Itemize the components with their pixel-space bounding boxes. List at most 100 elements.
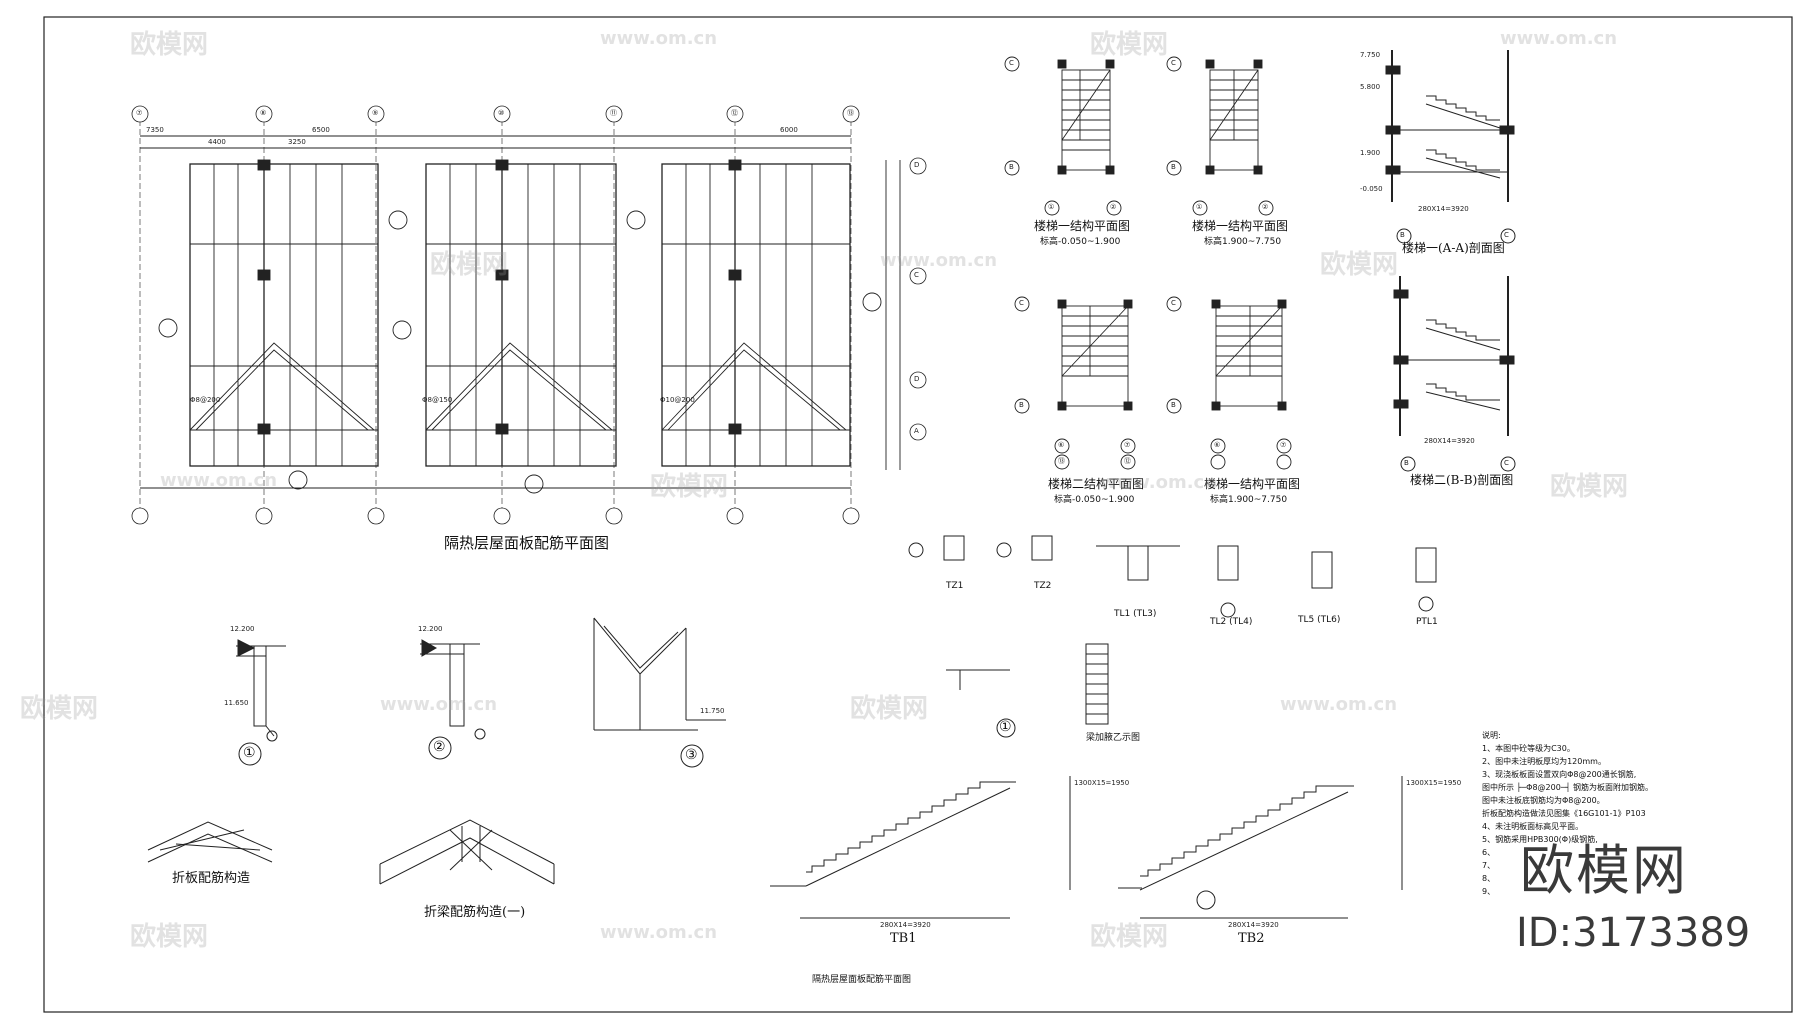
axis-label-10: ⑩ <box>498 109 505 117</box>
tl2-section <box>1217 545 1239 618</box>
stair1-section-title: 楼梯一(A-A)剖面图 <box>1402 241 1505 255</box>
stair2-plan-b-elev: 标高1.900~7.750 <box>1210 495 1288 505</box>
tb1-flight <box>770 776 1071 919</box>
tb2-flight <box>1118 776 1403 919</box>
note-line: 1、本图中砼等级为C30。 <box>1482 744 1575 753</box>
detail-1-label: ① <box>243 745 256 761</box>
fold-slab <box>147 821 273 863</box>
roof-plan-unit-1 <box>189 159 379 467</box>
stair1-axis-c: C <box>1009 59 1014 67</box>
tl1-title: TL1 (TL3) <box>1114 609 1157 619</box>
note-line: 6、 <box>1482 848 1496 857</box>
stair1-plan-a-title: 楼梯一结构平面图 <box>1034 219 1131 233</box>
notes-heading: 说明: <box>1482 731 1501 740</box>
detail-2 <box>420 639 486 740</box>
tb1-riser: 1300X15=1950 <box>1074 779 1130 787</box>
bottom-caption: 隔热层屋面板配筋平面图 <box>812 975 912 985</box>
roof-plan-group <box>139 120 901 508</box>
watermark-brand: 欧模网 <box>430 250 509 280</box>
watermark-logo: 欧模网 <box>1520 839 1688 902</box>
stair2b-axis-7: ⑦ <box>1280 441 1287 449</box>
tz2-title: TZ2 <box>1034 581 1052 591</box>
detail3-elev: 11.750 <box>700 707 725 715</box>
stair1b-axis-b: B <box>1171 163 1176 171</box>
stair2-plan-b <box>1166 296 1292 470</box>
watermark-url: www.om.cn <box>1280 694 1398 715</box>
note-line: 3、现浇板板面设置双向Φ8@200通长钢筋, <box>1482 770 1637 779</box>
reinforcement-label: Φ8@200 <box>190 396 221 404</box>
roof-plan-axis-bubbles <box>131 105 927 525</box>
note-line: 4、未注明板面标高见平面。 <box>1482 822 1584 831</box>
tl1-section <box>1096 545 1180 581</box>
dim-6500: 6500 <box>312 126 330 134</box>
watermark-url: www.om.cn <box>880 250 998 271</box>
watermark-brand: 欧模网 <box>130 922 209 952</box>
general-notes: 说明: 1、本图中砼等级为C30。 2、图中未注明板厚均为120mm。 3、现浇… <box>1482 729 1653 898</box>
stair2-section-title: 楼梯二(B-B)剖面图 <box>1410 473 1514 487</box>
detail1-elev-b: 11.650 <box>224 699 249 707</box>
watermark-brand: 欧模网 <box>850 694 929 724</box>
detail-3-label: ③ <box>685 747 698 763</box>
stair2-plan-a-title: 楼梯二结构平面图 <box>1048 477 1145 491</box>
fold-beam <box>379 819 555 885</box>
eave-detail <box>946 669 1016 738</box>
stair2-axis-13: ⑬ <box>1058 457 1065 465</box>
watermark-url: www.om.cn <box>600 922 718 943</box>
stair1b-axis-1: ① <box>1196 203 1203 211</box>
beam-sections <box>908 535 1437 738</box>
axis-label-12: ⑫ <box>731 109 738 117</box>
watermark-brand: 欧模网 <box>130 30 209 60</box>
note-line: 图中未注板底钢筋均为Φ8@200。 <box>1482 796 1605 805</box>
stair1b-axis-2: ② <box>1262 203 1269 211</box>
details-row <box>236 617 726 768</box>
section1-axis-c: C <box>1504 231 1509 239</box>
note-line: 8、 <box>1482 874 1496 883</box>
dim-3250: 3250 <box>288 138 306 146</box>
axis-label-11: ⑪ <box>610 109 617 117</box>
stair1-plan-a <box>1004 56 1122 216</box>
reinforcement-label-3: Φ10@200 <box>660 396 695 404</box>
watermark-url: www.om.cn <box>160 470 278 491</box>
note-line: 2、图中未注明板厚均为120mm。 <box>1482 757 1606 766</box>
stair1-plan-b-elev: 标高1.900~7.750 <box>1204 237 1282 247</box>
axis-label-8: ⑧ <box>260 109 267 117</box>
tz2-section <box>996 535 1053 561</box>
watermark-brand: 欧模网 <box>1550 472 1629 502</box>
watermark-id: ID:3173389 <box>1516 910 1751 956</box>
stair1-plan-b-title: 楼梯一结构平面图 <box>1192 219 1289 233</box>
section2-axis-c: C <box>1504 459 1509 467</box>
watermark-url: www.om.cn <box>1500 28 1618 49</box>
tz1-section <box>908 535 965 561</box>
tb2-run: 280X14=3920 <box>1228 921 1279 929</box>
stair2-plan-a <box>1014 296 1136 470</box>
stair1-run-dim: 280X14=3920 <box>1418 205 1469 213</box>
stair2-plan-a-elev: 标高-0.050~1.900 <box>1054 495 1135 505</box>
watermark-brand: 欧模网 <box>650 472 729 502</box>
axis-label-9: ⑨ <box>372 109 379 117</box>
tb1-title: TB1 <box>890 931 917 946</box>
detail-2-label: ② <box>433 739 446 755</box>
roof-plan-unit-3 <box>661 159 851 467</box>
stair2-axis-b: B <box>1019 401 1024 409</box>
stair2-axis-6: ⑥ <box>1058 441 1065 449</box>
elev-0050: -0.050 <box>1360 185 1383 193</box>
tl5-section <box>1311 551 1333 589</box>
stair2-section <box>1393 276 1516 472</box>
watermark-url: www.om.cn <box>1100 472 1218 493</box>
watermark-url: www.om.cn <box>600 28 718 49</box>
eave-detail-label: ① <box>999 719 1012 735</box>
roof-plan-title: 隔热层屋面板配筋平面图 <box>444 534 610 552</box>
axis-label-row-d: D <box>914 161 920 169</box>
dim-7350: 7350 <box>146 126 164 134</box>
tb1-run: 280X14=3920 <box>880 921 931 929</box>
tb2-riser: 1300X15=1950 <box>1406 779 1462 787</box>
detail-3 <box>593 617 726 731</box>
watermark-brand: 欧模网 <box>1320 250 1399 280</box>
dim-4400: 4400 <box>208 138 226 146</box>
section2-axis-b: B <box>1404 459 1409 467</box>
watermark-brand: 欧模网 <box>1090 922 1169 952</box>
watermark-brand: 欧模网 <box>1090 30 1169 60</box>
stair2-axis-7: ⑦ <box>1124 441 1131 449</box>
